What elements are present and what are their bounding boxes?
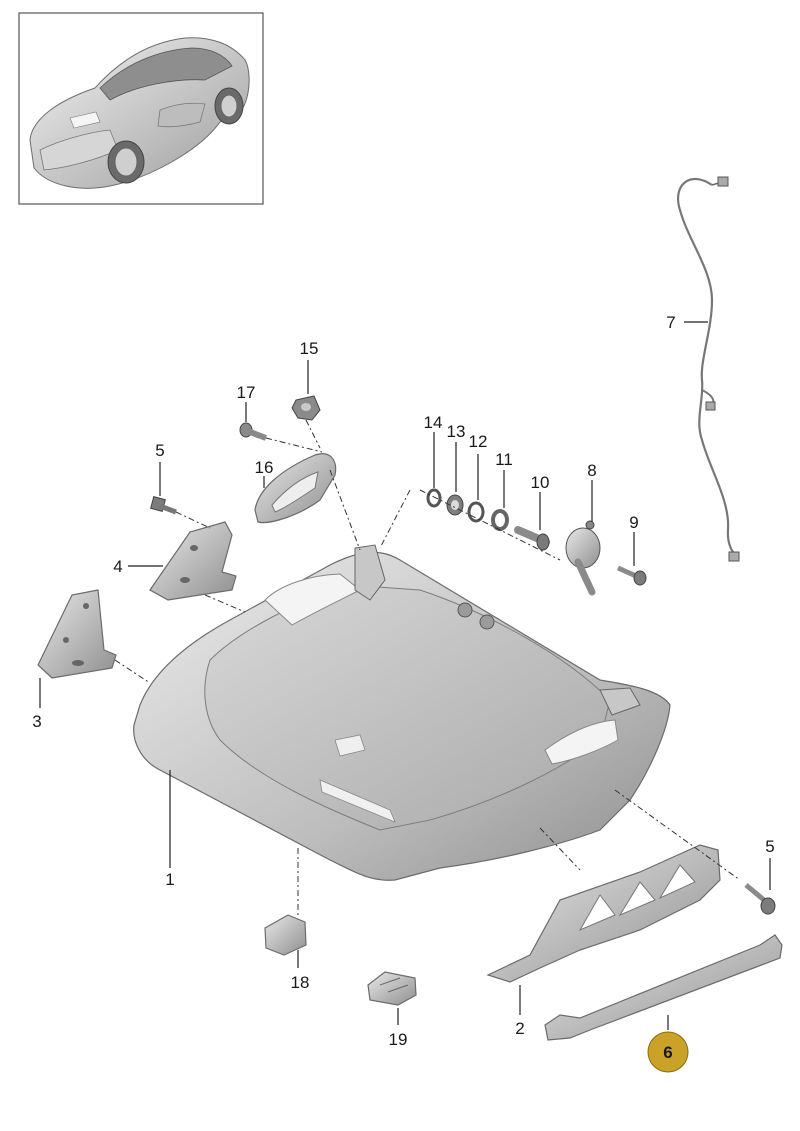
callout-16[interactable]: 16 — [255, 458, 274, 477]
assembly-lines — [114, 419, 741, 915]
callout-7[interactable]: 7 — [666, 313, 675, 332]
callout-12[interactable]: 12 — [469, 432, 488, 451]
callout-17[interactable]: 17 — [237, 383, 256, 402]
clip-part-18 — [264, 914, 307, 956]
pin-part-10 — [514, 526, 550, 551]
vehicle-thumbnail — [18, 12, 264, 205]
callout-9[interactable]: 9 — [629, 513, 638, 532]
screw-part-9 — [616, 565, 647, 586]
callout-10[interactable]: 10 — [531, 473, 550, 492]
bracket-part-4 — [149, 521, 237, 601]
screw-part-5-right — [744, 883, 776, 915]
callout-8[interactable]: 8 — [587, 461, 596, 480]
screw-part-5-left — [150, 496, 177, 515]
callout-15[interactable]: 15 — [300, 339, 319, 358]
adjuster-part-8 — [565, 520, 601, 596]
cover-strip-part-6 — [544, 934, 783, 1041]
callout-5-left[interactable]: 5 — [155, 441, 164, 460]
callout-4[interactable]: 4 — [113, 557, 122, 576]
nut-part-15 — [291, 395, 321, 421]
callout-14[interactable]: 14 — [424, 413, 443, 432]
callout-2[interactable]: 2 — [515, 1019, 524, 1038]
callout-13[interactable]: 13 — [447, 422, 466, 441]
bolt-part-17 — [239, 422, 268, 441]
callout-11[interactable]: 11 — [495, 450, 513, 469]
highlight-callout-circle — [647, 1031, 689, 1073]
wiring-harness-part-7 — [677, 176, 740, 562]
callout-6[interactable]: 6 — [663, 1043, 672, 1062]
callout-19[interactable]: 19 — [389, 1030, 408, 1049]
washer-part-11 — [491, 509, 509, 531]
seat-frame-part — [133, 544, 671, 881]
washer-part-14 — [426, 488, 442, 508]
callout-18[interactable]: 18 — [291, 973, 310, 992]
car-illustration — [29, 37, 250, 189]
callout-3[interactable]: 3 — [32, 712, 41, 731]
leader-lines — [39, 321, 771, 1030]
callout-5-right[interactable]: 5 — [765, 837, 774, 856]
callout-1[interactable]: 1 — [165, 870, 174, 889]
washer-part-12 — [467, 501, 485, 523]
bracket-part-16 — [254, 453, 337, 524]
clip-part-19 — [367, 971, 417, 1006]
callout-labels: 1 2 3 4 5 5 6 7 8 9 10 11 12 13 14 15 16… — [32, 313, 774, 1062]
bracket-part-3 — [37, 589, 117, 679]
rail-part-2 — [486, 844, 721, 983]
